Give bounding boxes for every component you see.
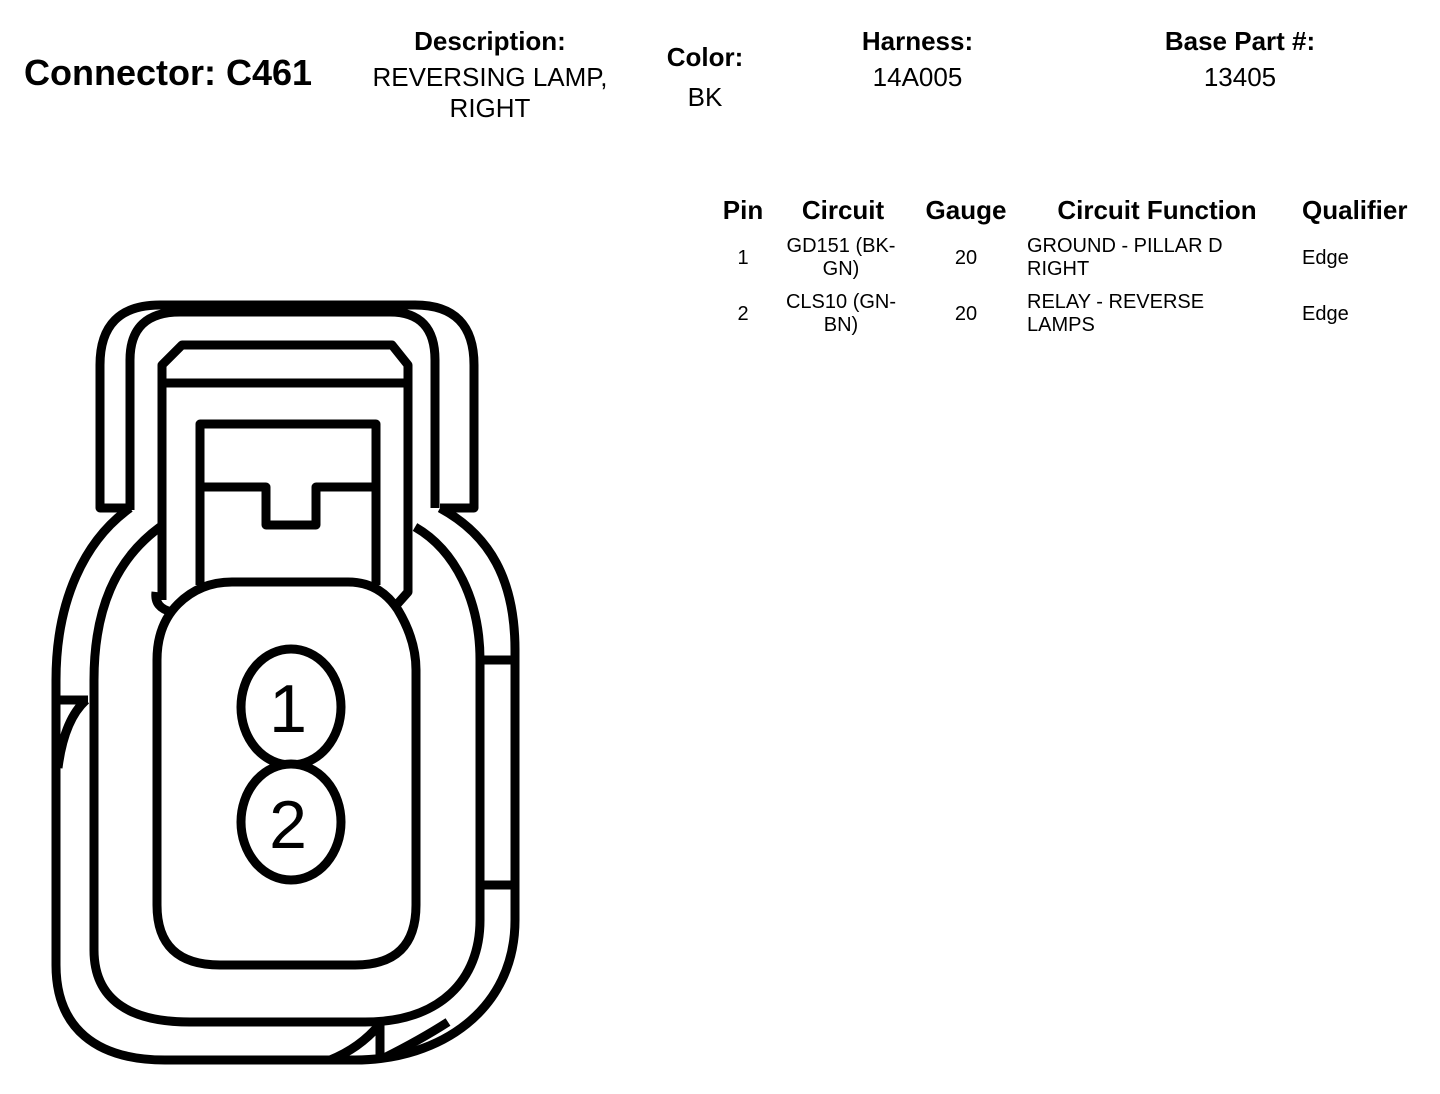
pin-1-label: 1 (269, 671, 307, 747)
latch-tower-inner (125, 307, 440, 510)
circuit-line-2: GN) (822, 258, 860, 280)
circuit-line-1: CLS10 (GN- (785, 291, 897, 313)
latch-body (157, 340, 413, 613)
inner-shell (89, 523, 485, 1027)
row-qualifier: Edge (1302, 302, 1349, 325)
function-line-1: RELAY - REVERSE (1027, 291, 1205, 313)
harness-block: Harness: 14A005 (820, 26, 1015, 93)
connector-title: Connector: C461 (24, 52, 313, 93)
header-qualifier: Qualifier (1302, 194, 1408, 225)
harness-value: 14A005 (872, 62, 963, 92)
function-line-2: LAMPS (1027, 314, 1095, 336)
base-part-label: Base Part #: (1164, 26, 1316, 56)
description-line-1: REVERSING LAMP, (372, 62, 608, 92)
table-row: 2 CLS10 (GN- BN) 20 RELAY - REVERSE LAMP… (708, 286, 1418, 342)
latch-tower-outer (95, 300, 479, 513)
description-block: Description: REVERSING LAMP, RIGHT (350, 26, 630, 124)
row-pin: 2 (737, 302, 749, 325)
harness-label: Harness: (861, 26, 974, 56)
pin-table: Pin Circuit Gauge Circuit Function Quali… (708, 190, 1418, 342)
table-row: 1 GD151 (BK- GN) 20 GROUND - PILLAR D RI… (708, 230, 1418, 286)
function-line-1: GROUND - PILLAR D (1027, 235, 1223, 257)
color-label: Color: (666, 42, 744, 72)
bottom-key-rib-right (381, 1018, 451, 1063)
header-gauge: Gauge (925, 194, 1007, 225)
row-circuit: CLS10 (GN- BN) (778, 286, 908, 342)
bottom-key-rib-left (328, 1021, 384, 1065)
row-pin: 1 (737, 246, 749, 269)
circuit-line-1: GD151 (BK- (786, 235, 896, 257)
row-circuit: GD151 (BK- GN) (778, 230, 908, 286)
color-block: Color: BK (650, 42, 760, 113)
description-value: REVERSING LAMP, RIGHT (350, 62, 630, 124)
row-qualifier: Edge (1302, 246, 1349, 269)
pin-2-label: 2 (269, 787, 307, 863)
latch-window (195, 419, 381, 585)
base-part-value: 13405 (1203, 62, 1277, 92)
latch-notch (204, 482, 374, 530)
row-gauge: 20 (954, 246, 978, 269)
description-line-2: RIGHT (449, 93, 531, 123)
header-circuit: Circuit (801, 194, 885, 225)
color-value: BK (687, 82, 723, 112)
pin-table-header-row: Pin Circuit Gauge Circuit Function Quali… (708, 190, 1418, 230)
base-part-block: Base Part #: 13405 (1130, 26, 1350, 93)
function-line-2: RIGHT (1027, 258, 1090, 280)
row-gauge: 20 (954, 302, 978, 325)
header-pin: Pin (722, 194, 764, 225)
row-circuit-function: RELAY - REVERSE LAMPS (1024, 286, 1290, 342)
header-circuit-function: Circuit Function (1057, 194, 1257, 225)
circuit-line-2: BN) (823, 314, 859, 336)
outer-shell (51, 504, 520, 1065)
row-circuit-function: GROUND - PILLAR D RIGHT (1024, 230, 1290, 286)
description-label: Description: (414, 26, 566, 56)
side-key-left-rib (53, 696, 90, 769)
pin-2-cavity (236, 759, 346, 885)
